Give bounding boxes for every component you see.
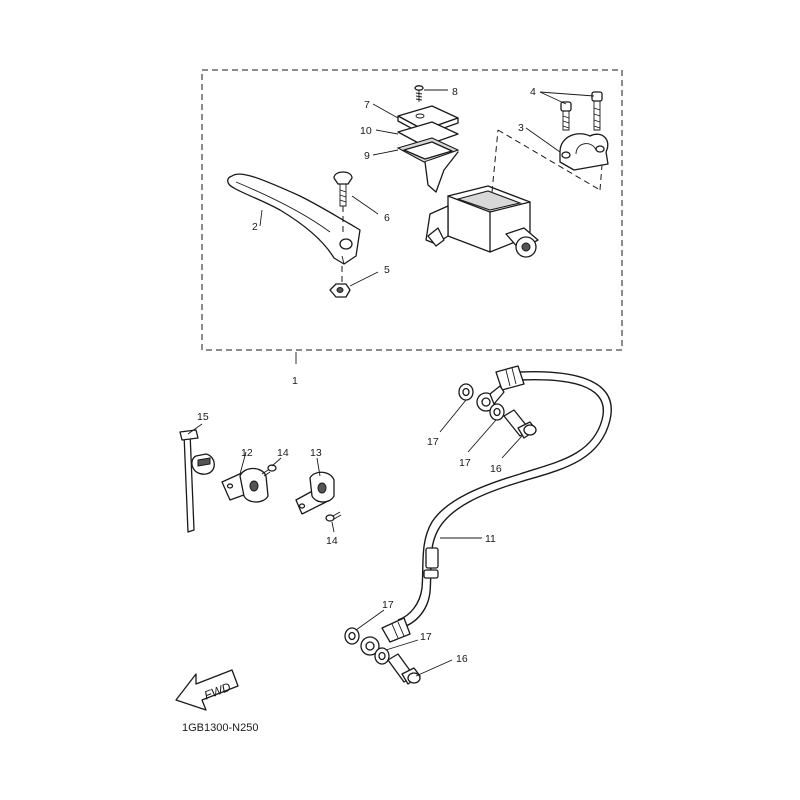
callout-8: 8 [452, 86, 458, 98]
callout-13: 13 [310, 447, 322, 459]
callout-17-lower-left: 17 [382, 599, 394, 611]
hose-guide [221, 467, 269, 503]
master-cylinder-body [425, 129, 539, 258]
callout-16-lower: 16 [456, 653, 468, 665]
callout-11: 11 [485, 533, 496, 545]
callout-14-upper: 14 [277, 447, 289, 459]
hose-guide-clamp [295, 471, 335, 515]
callout-1: 1 [292, 375, 298, 387]
callout-5: 5 [384, 264, 390, 276]
callout-12: 12 [241, 447, 253, 459]
callout-16-upper: 16 [490, 463, 502, 475]
callout-7: 7 [364, 99, 370, 111]
callout-17-upper-right: 17 [459, 457, 471, 469]
cap-screw [414, 85, 424, 102]
forward-arrow-icon: FWD [175, 669, 239, 711]
master-cylinder-holder [497, 129, 609, 191]
lever-nut [329, 266, 351, 298]
cable-tie [179, 429, 215, 533]
copper-washer-upper-right [489, 403, 505, 421]
copper-washer-upper-left [458, 383, 474, 401]
callout-2: 2 [252, 221, 258, 233]
master-cylinder-assembly-frame [201, 69, 623, 364]
callout-14-lower: 14 [326, 535, 338, 547]
diaphragm [396, 137, 460, 193]
callout-10: 10 [360, 125, 372, 137]
callout-4: 4 [530, 86, 536, 98]
holder-bolt-left [560, 101, 572, 131]
brake-lever [227, 173, 361, 265]
callout-17-lower-right: 17 [420, 631, 432, 643]
callout-3: 3 [518, 122, 524, 134]
callout-labels: 1 2 3 4 5 6 7 8 9 10 11 12 13 14 14 15 1… [197, 86, 536, 665]
copper-washer-lower-left [344, 627, 360, 645]
copper-washer-lower-right [374, 647, 390, 665]
union-bolt-lower [387, 653, 421, 685]
holder-bolt-right [591, 91, 603, 131]
lever-pivot-bolt [333, 171, 353, 232]
union-bolt-upper [503, 409, 537, 439]
callout-15: 15 [197, 411, 209, 423]
callout-6: 6 [384, 212, 390, 224]
callout-17-upper-left: 17 [427, 436, 439, 448]
callout-9: 9 [364, 150, 370, 162]
guide-screw-lower [325, 511, 342, 522]
guide-screw-upper [261, 464, 277, 477]
callout-leaders [187, 89, 595, 677]
diaphragm-plate [397, 121, 459, 147]
diagram-code: 1GB1300-N250 [182, 722, 259, 734]
brake-hose [360, 365, 612, 656]
